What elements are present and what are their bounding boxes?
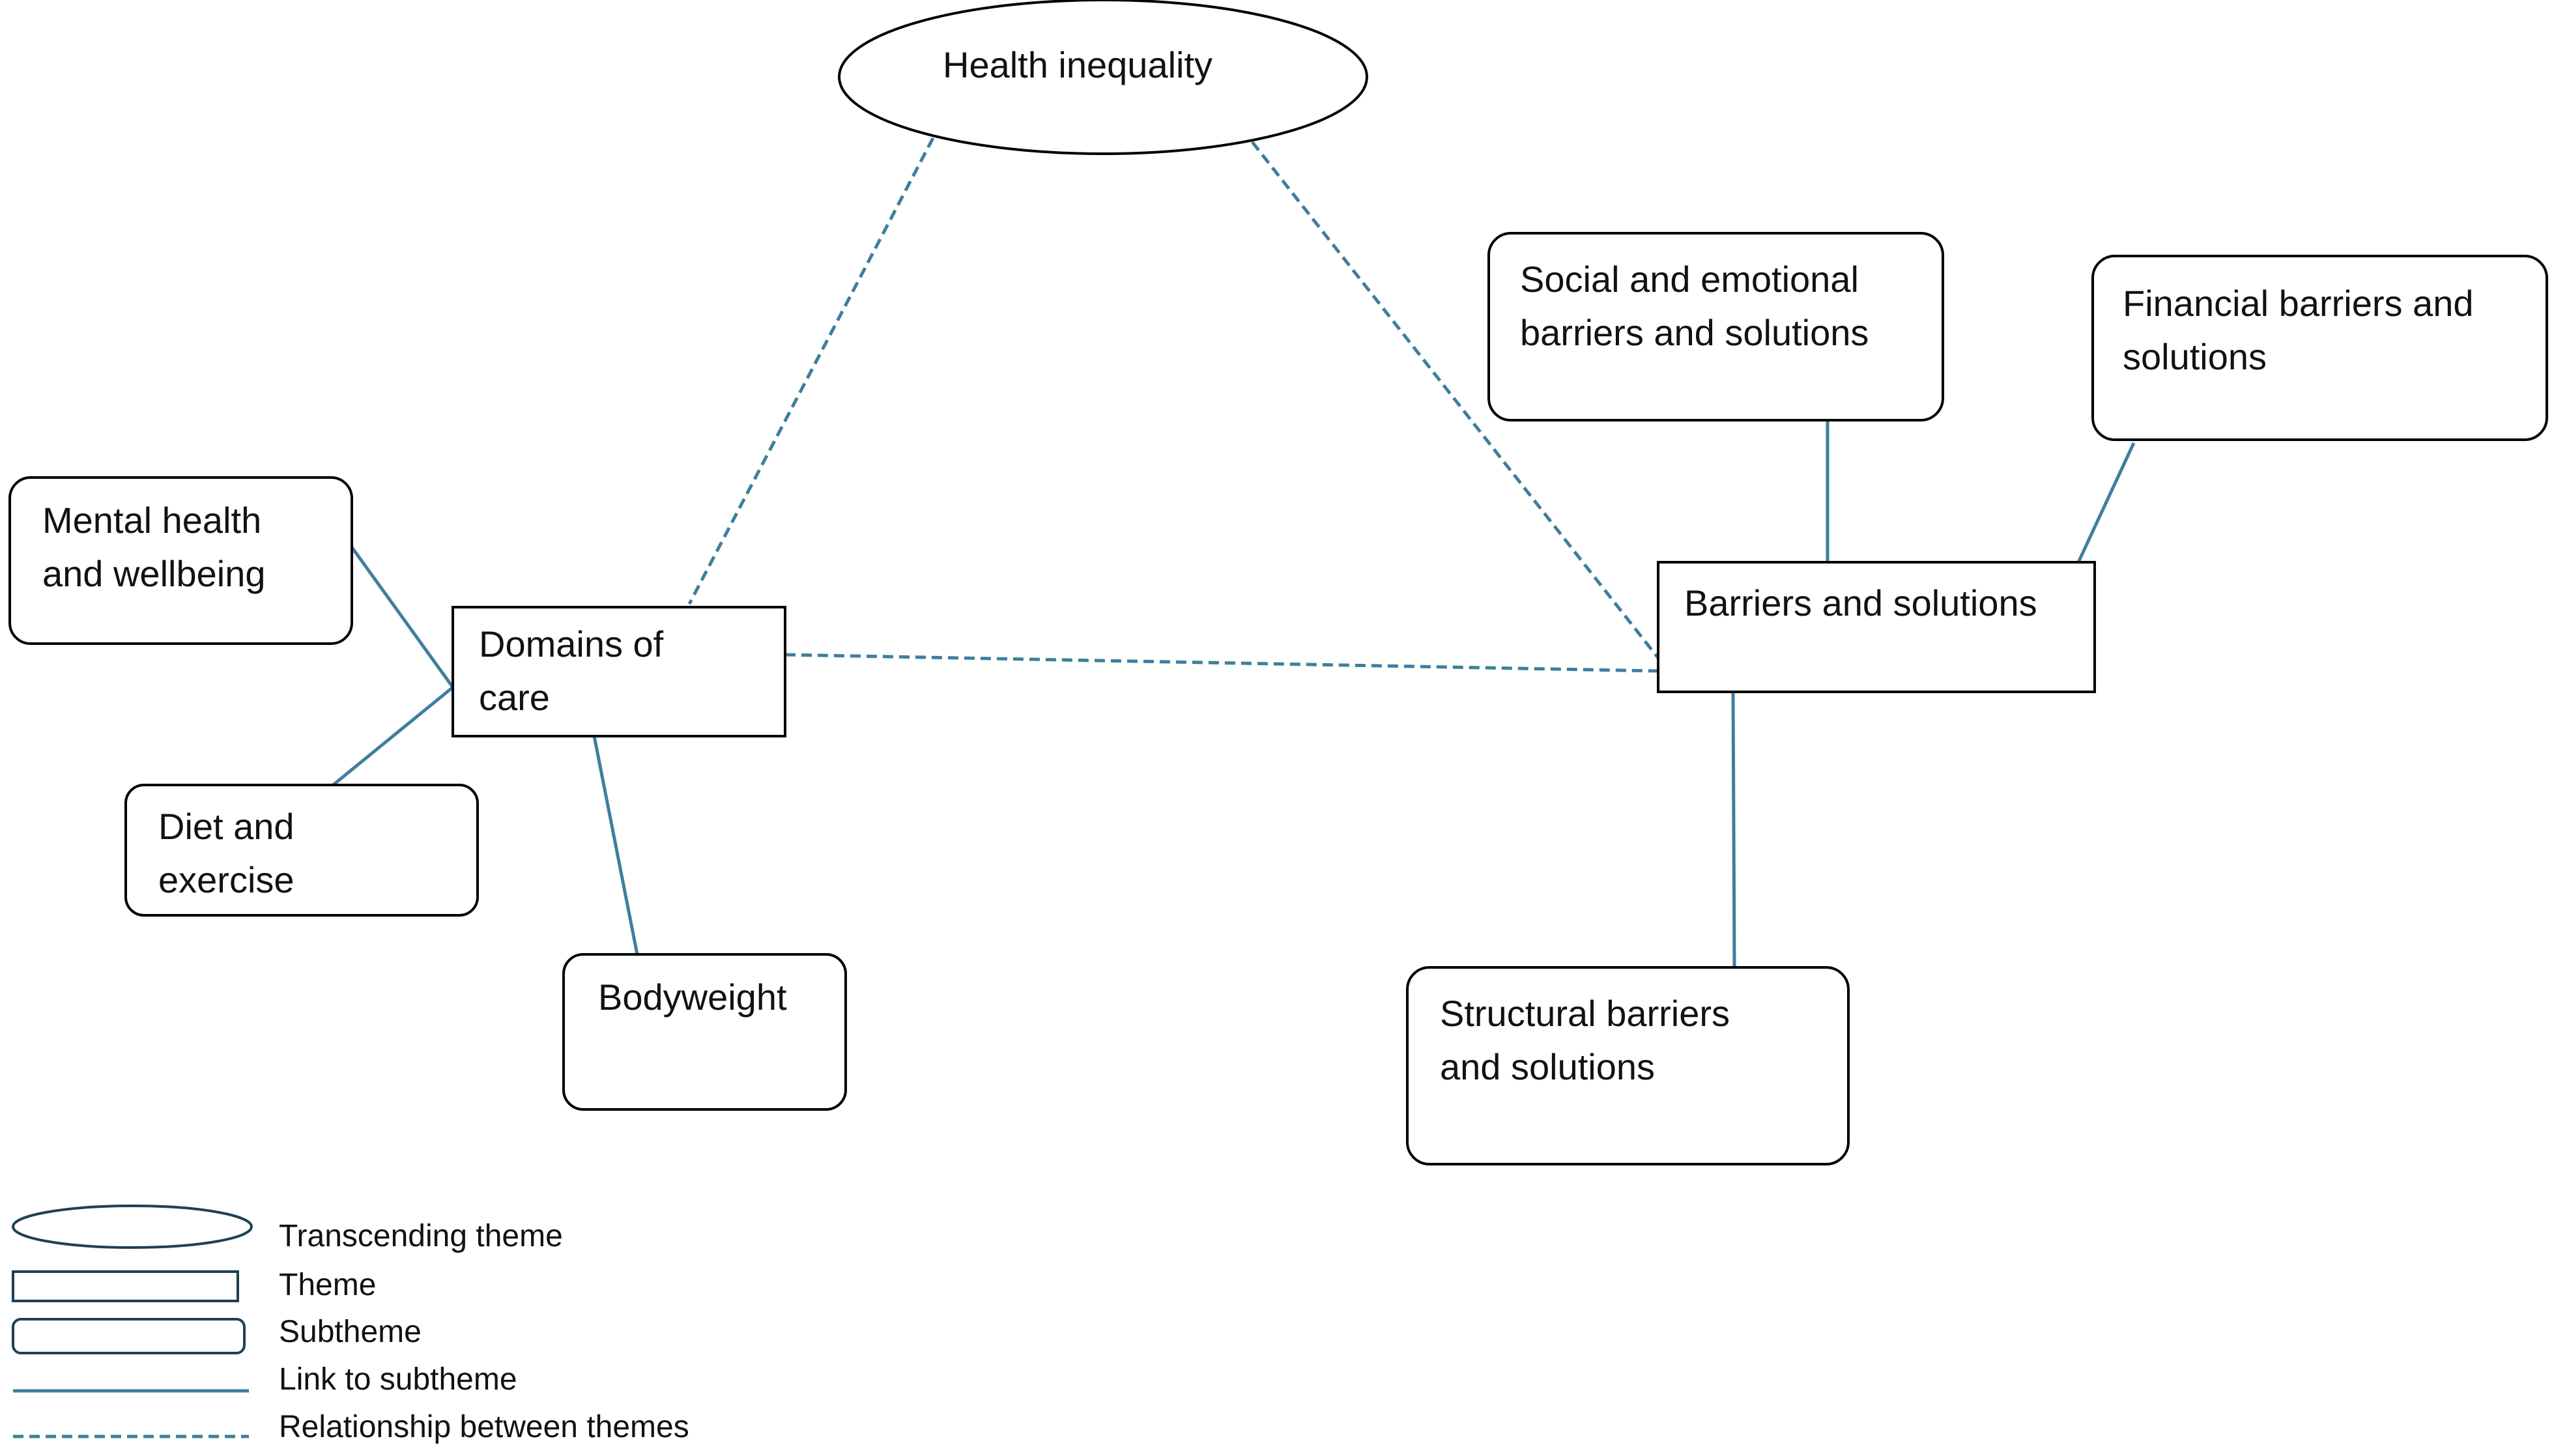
structural-label-line1: Structural barriers xyxy=(1440,993,1730,1034)
legend-label-transcending-theme: Transcending theme xyxy=(279,1219,563,1253)
domains-of-care-label-line2: care xyxy=(479,677,550,718)
financial-label-line2: solutions xyxy=(2123,336,2267,377)
bodyweight-label: Bodyweight xyxy=(598,977,787,1018)
link-line-domains-diet xyxy=(328,686,454,790)
diet-exercise-label-line1: Diet and xyxy=(158,806,294,847)
subtheme-structural xyxy=(1406,966,1850,1165)
legend-label-relationship-between-themes: Relationship between themes xyxy=(279,1410,689,1444)
diet-exercise-label-line2: exercise xyxy=(158,859,294,900)
theme-barriers-and-solutions xyxy=(1657,561,2096,693)
link-line-domains-bodyweight xyxy=(592,735,639,955)
link-line-barriers-structural xyxy=(1731,691,1736,967)
link-line-barriers-financial xyxy=(2076,442,2136,564)
legend-label-theme: Theme xyxy=(279,1268,377,1302)
relationship-line-domains-barriers xyxy=(784,653,1659,673)
subtheme-social-emotional xyxy=(1487,232,1944,421)
theme-domains-of-care xyxy=(452,606,786,737)
social-emotional-label-line2: barriers and solutions xyxy=(1520,312,1869,353)
relationship-line-inequality-barriers xyxy=(1251,141,1659,659)
mental-health-label-line1: Mental health xyxy=(42,500,262,541)
subtheme-mental-health xyxy=(8,476,353,645)
barriers-and-solutions-label: Barriers and solutions xyxy=(1684,582,2037,623)
structural-label-line2: and solutions xyxy=(1440,1046,1656,1087)
transcending-theme-health-inequality xyxy=(838,0,1368,155)
subtheme-financial xyxy=(2091,255,2548,441)
social-emotional-label-line1: Social and emotional xyxy=(1520,259,1859,300)
legend-rounded-rect-symbol xyxy=(12,1318,246,1354)
financial-label-line1: Financial barriers and xyxy=(2123,283,2474,324)
legend-ellipse-symbol xyxy=(12,1205,253,1249)
link-line-domains-mental-health xyxy=(350,546,455,689)
legend-rect-symbol xyxy=(12,1270,239,1302)
subtheme-diet-exercise xyxy=(124,784,479,917)
legend-label-link-to-subtheme: Link to subtheme xyxy=(279,1362,517,1397)
domains-of-care-label-line1: Domains of xyxy=(479,623,664,664)
legend-label-subtheme: Subtheme xyxy=(279,1315,422,1349)
health-inequality-label: Health inequality xyxy=(943,44,1213,85)
subtheme-bodyweight xyxy=(562,953,847,1111)
mental-health-label-line2: and wellbeing xyxy=(42,553,266,594)
relationship-line-inequality-domains xyxy=(687,137,935,605)
